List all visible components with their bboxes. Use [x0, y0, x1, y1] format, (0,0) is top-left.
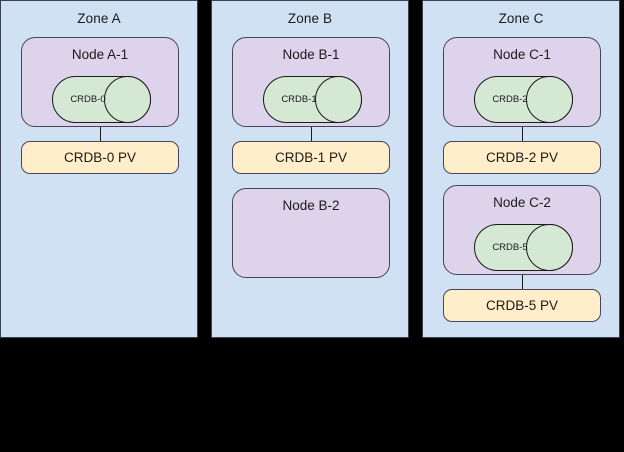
- zone-b-label: Zone B: [287, 11, 333, 26]
- pv-crdb-5[interactable]: CRDB-5 PV: [443, 289, 601, 322]
- node-c-1[interactable]: Node C-1 CRDB-2: [443, 37, 601, 127]
- zone-a[interactable]: Zone A Node A-1 CRDB-0 CRDB-0 PV: [0, 0, 198, 338]
- database-crdb-1[interactable]: CRDB-1: [263, 76, 362, 123]
- pv-crdb-2[interactable]: CRDB-2 PV: [443, 141, 601, 174]
- database-crdb-5[interactable]: CRDB-5: [474, 224, 573, 271]
- zone-c[interactable]: Zone C Node C-1 CRDB-2 CRDB-2 PV Node C-…: [422, 0, 620, 338]
- pv-crdb-5-label: CRDB-5 PV: [485, 298, 558, 313]
- zone-c-label: Zone C: [498, 11, 544, 26]
- connector-node-c-2-to-crdb-5-pv: [522, 275, 523, 290]
- zone-a-label: Zone A: [77, 11, 121, 26]
- connector-node-b-1-to-crdb-1-pv: [311, 127, 312, 142]
- pv-crdb-0[interactable]: CRDB-0 PV: [21, 141, 179, 174]
- node-b-2-label: Node B-2: [282, 198, 340, 213]
- pv-crdb-1-label: CRDB-1 PV: [274, 150, 347, 165]
- node-b-1-label: Node B-1: [282, 47, 340, 62]
- node-c-1-label: Node C-1: [493, 47, 551, 62]
- node-a-1-label: Node A-1: [71, 47, 129, 62]
- connector-node-a-1-to-crdb-0-pv: [100, 127, 101, 142]
- node-b-2[interactable]: Node B-2: [232, 188, 390, 278]
- connector-node-c-1-to-crdb-2-pv: [522, 127, 523, 142]
- node-b-1[interactable]: Node B-1 CRDB-1: [232, 37, 390, 127]
- node-a-1[interactable]: Node A-1 CRDB-0: [21, 37, 179, 127]
- zone-b[interactable]: Zone B Node B-1 CRDB-1 CRDB-1 PV Node B-…: [211, 0, 409, 338]
- database-crdb-0[interactable]: CRDB-0: [52, 76, 151, 123]
- pv-crdb-1[interactable]: CRDB-1 PV: [232, 141, 390, 174]
- pv-crdb-2-label: CRDB-2 PV: [485, 150, 558, 165]
- node-c-2[interactable]: Node C-2 CRDB-5: [443, 185, 601, 275]
- database-crdb-2[interactable]: CRDB-2: [474, 76, 573, 123]
- pv-crdb-0-label: CRDB-0 PV: [63, 150, 136, 165]
- node-c-2-label: Node C-2: [493, 195, 551, 210]
